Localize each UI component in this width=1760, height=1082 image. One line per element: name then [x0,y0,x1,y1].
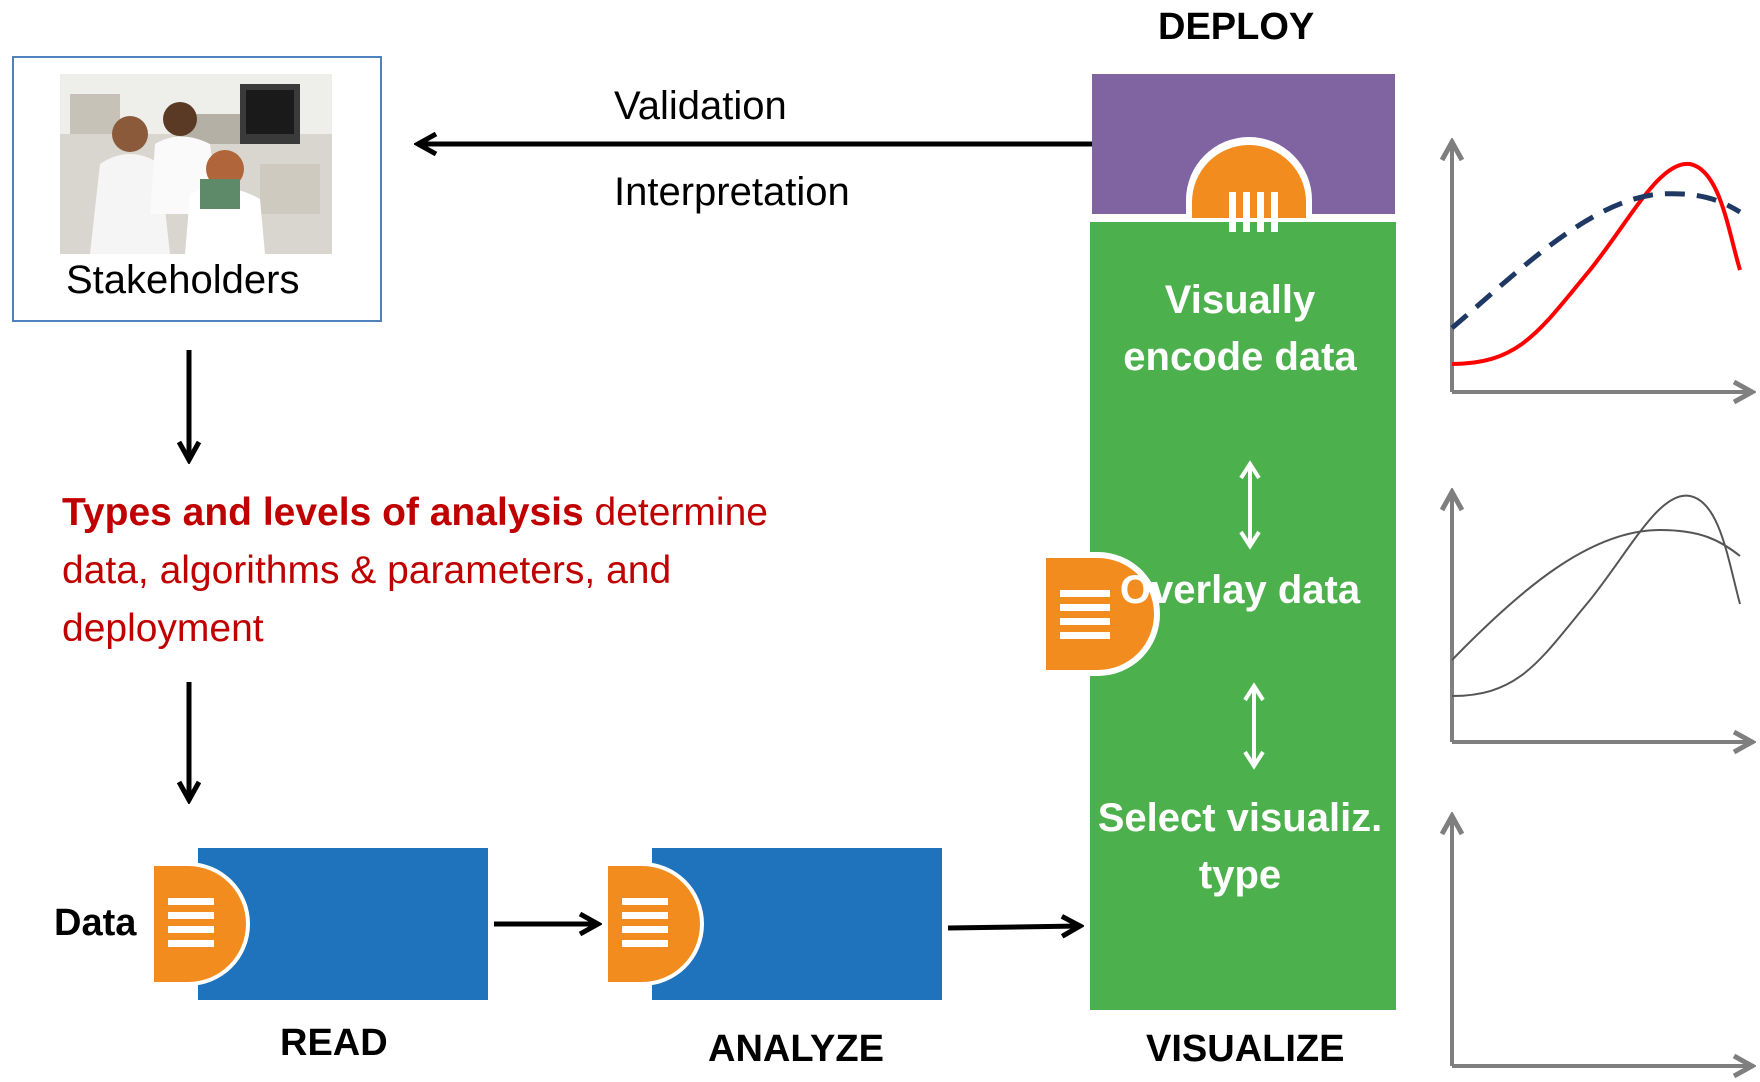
analyze-label: ANALYZE [708,1028,884,1070]
double-arrow-1 [1239,460,1261,550]
interpretation-label: Interpretation [614,170,850,214]
stakeholders-label: Stakeholders [66,258,300,302]
step-visually-encode: Visually encode data [1123,278,1357,379]
analysis-description: Types and levels of analysis determine d… [62,484,862,658]
read-label: READ [280,1022,388,1064]
chart-2-curve-a [1451,494,1741,697]
read-port-icon [150,862,250,986]
deploy-title: DEPLOY [1158,6,1315,48]
chart-2 [1452,492,1752,742]
chart-1 [1452,142,1752,392]
step-select-type: Select visualiz. type [1097,796,1383,897]
step-overlay-data: Overlay data [1119,568,1361,612]
deploy-port-icon [1186,137,1312,232]
validation-label: Validation [614,84,787,128]
overlay-port-icon [1046,552,1160,676]
data-label: Data [54,902,137,944]
double-arrow-2 [1243,682,1265,770]
visualize-label: VISUALIZE [1146,1028,1345,1070]
chart-2-curve-b [1451,528,1741,661]
analyze-to-visualize-arrow [947,926,1080,928]
chart-3 [1452,816,1752,1066]
analysis-rest: determine data, algorithms & parameters,… [62,491,768,650]
chart-1-dashed-curve [1450,191,1742,330]
lab-people-photo [60,74,332,254]
analysis-highlight: Types and levels of analysis [62,491,584,534]
chart-1-red-curve [1451,161,1742,366]
analyze-port-icon [604,862,704,986]
